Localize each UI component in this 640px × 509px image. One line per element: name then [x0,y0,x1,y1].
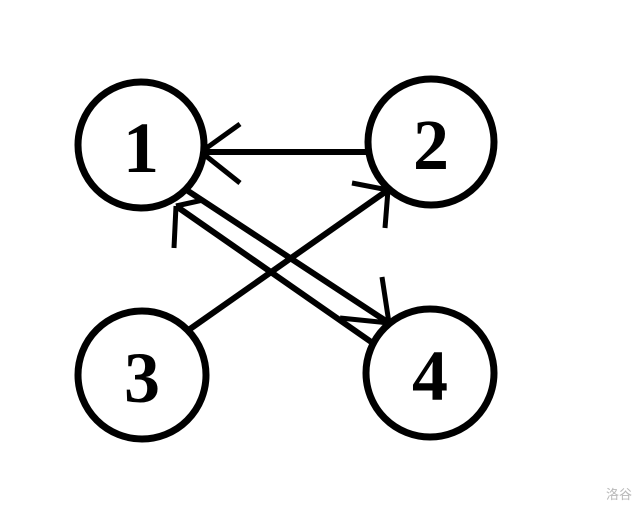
node-layer: 1 2 3 4 [74,75,498,443]
edge-4-to-1[interactable] [171,197,389,356]
node-3-circle[interactable] [74,307,210,443]
node-2-label: 2 [413,105,449,185]
edge-4-to-1-shaft [174,203,389,356]
edge-3-to-2-arrowhead-lower [351,180,389,193]
edge-layer [171,121,392,356]
node-4-circle[interactable] [362,305,498,441]
node-1[interactable]: 1 [74,78,208,212]
edge-3-to-2-arrowhead-upper [382,189,391,229]
node-4[interactable]: 4 [362,305,498,441]
node-2-circle[interactable] [364,75,498,209]
node-3[interactable]: 3 [74,307,210,443]
edge-3-to-2[interactable] [188,180,391,332]
edge-1-to-4[interactable] [183,186,392,326]
edge-2-to-1-arrowhead-upper [199,121,242,155]
edge-1-to-4-arrowhead-lower [339,315,390,326]
node-1-label: 1 [123,108,159,188]
edge-2-to-1-arrowhead-lower [199,150,242,185]
watermark-label: 洛谷 [605,488,632,503]
node-2[interactable]: 2 [364,75,498,209]
edge-4-to-1-arrowhead-lower [171,205,179,249]
node-3-label: 3 [124,338,160,418]
edge-2-to-1[interactable] [199,121,368,185]
edge-1-to-4-shaft [183,186,391,326]
node-1-circle[interactable] [74,78,208,212]
node-4-label: 4 [412,336,448,416]
edge-3-to-2-shaft [188,187,390,332]
edge-4-to-1-arrowhead-upper [175,197,204,209]
edge-1-to-4-arrowhead-upper [379,276,392,324]
